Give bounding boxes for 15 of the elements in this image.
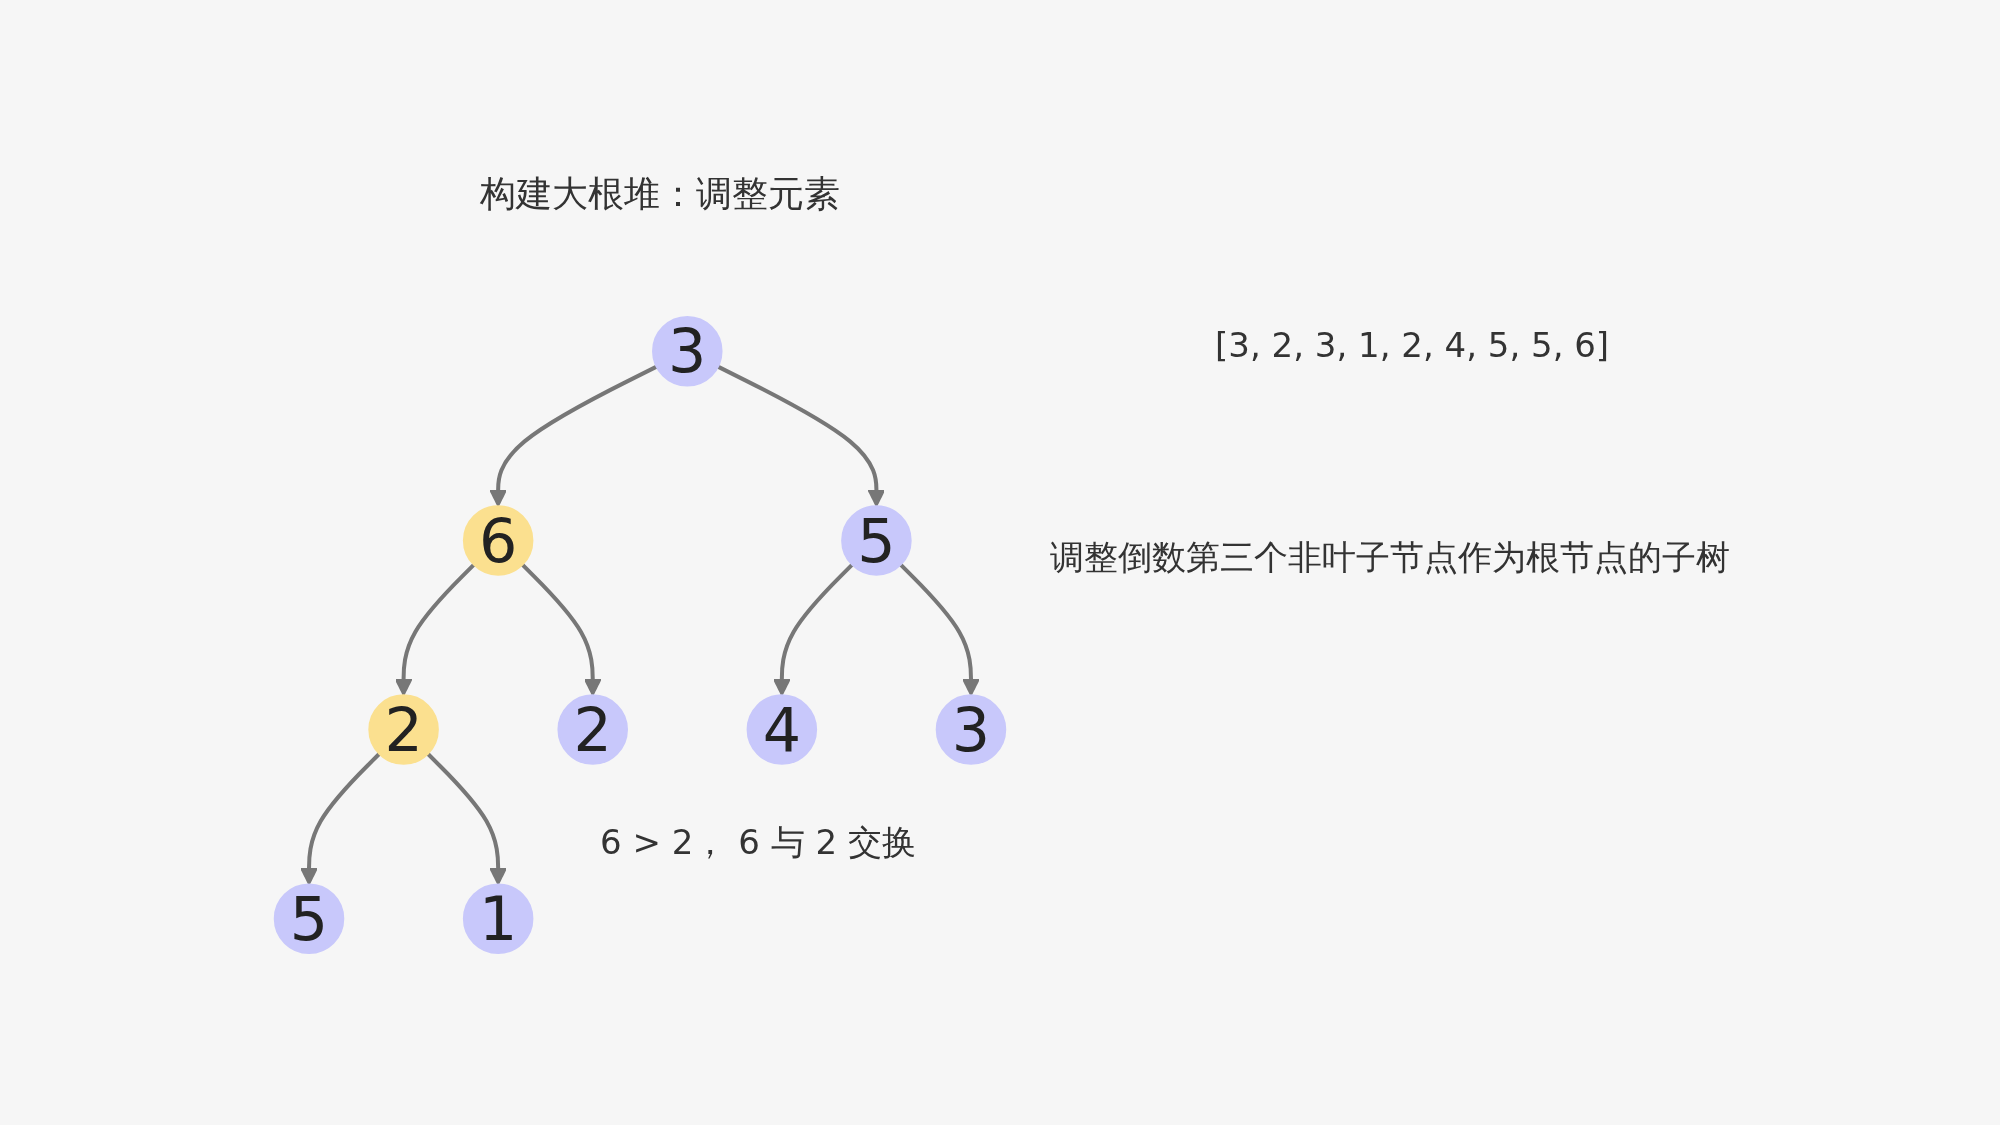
array-text: [3, 2, 3, 1, 2, 4, 5, 5, 6] (1215, 325, 1610, 365)
description-text: 调整倒数第三个非叶子节点作为根节点的子树 (1050, 536, 1730, 579)
node-circle: 6 (462, 505, 534, 576)
node-circle: 2 (557, 694, 628, 765)
node-circle: 5 (841, 505, 912, 576)
note-text: 6 > 2， 6 与 2 交换 (600, 821, 916, 864)
node-circle: 2 (368, 694, 439, 765)
arrow (717, 364, 886, 507)
node-circle: 4 (746, 694, 818, 765)
arrow (489, 364, 658, 507)
node-circle: 3 (935, 694, 1007, 765)
node-circle: 5 (273, 883, 345, 954)
node-circle: 3 (652, 316, 723, 387)
node-circle: 1 (462, 883, 534, 954)
diagram-title: 构建大根堆：调整元素 (480, 172, 840, 216)
